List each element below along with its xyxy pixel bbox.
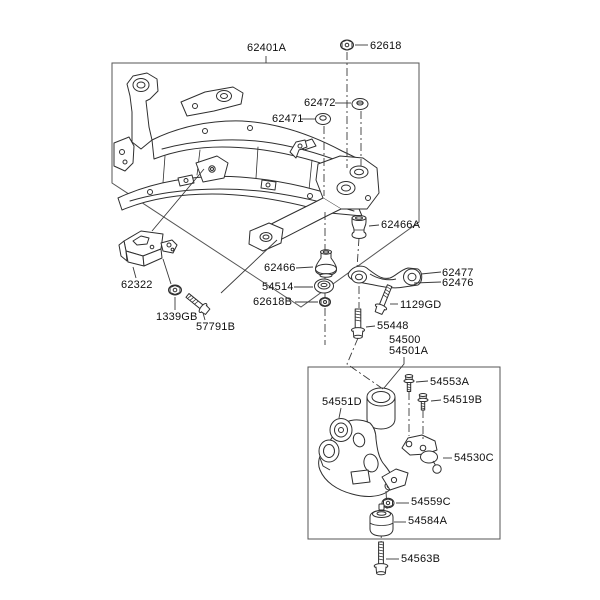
part-label-62477: 62477 xyxy=(442,267,474,279)
part-label-1129GD: 1129GD xyxy=(400,299,442,311)
part-label-62471: 62471 xyxy=(272,113,304,125)
ball-joint-drawing xyxy=(401,434,442,474)
part-label-62401A: 62401A xyxy=(247,42,287,54)
part-label-62322: 62322 xyxy=(121,279,153,291)
bolt-55448-icon xyxy=(351,308,365,339)
crossmember-drawing xyxy=(113,72,380,252)
part-label-54514: 54514 xyxy=(262,281,294,293)
part-label-54584A: 54584A xyxy=(408,515,448,527)
part-label-54559C: 54559C xyxy=(411,496,451,508)
bolt-54519B-icon xyxy=(417,393,429,411)
bolt-1129GD-icon xyxy=(374,284,393,315)
bolt-54563B-icon xyxy=(373,541,389,576)
washer-62471-icon xyxy=(315,113,331,125)
part-label-57791B: 57791B xyxy=(196,321,236,333)
part-label-54500: 54500 xyxy=(389,334,421,346)
nut-1339GB-icon xyxy=(168,284,182,296)
part-label-54519B: 54519B xyxy=(443,394,483,406)
bushing-62466A-icon xyxy=(351,215,367,239)
part-label-62618: 62618 xyxy=(370,40,402,52)
part-label-62466: 62466 xyxy=(264,262,296,274)
washer-54514-icon xyxy=(314,278,334,294)
nut-62618B-icon xyxy=(319,297,331,307)
part-label-62472: 62472 xyxy=(304,97,336,109)
part-label-55448: 55448 xyxy=(377,320,409,332)
lower-arm-drawing xyxy=(318,387,409,497)
assembly-center-lines xyxy=(323,52,424,546)
nut-62618-icon xyxy=(340,39,354,51)
part-label-54551D: 54551D xyxy=(322,396,362,408)
stay-bracket-drawing xyxy=(347,265,423,289)
washer-62472-icon xyxy=(351,98,369,110)
bushing-62466-icon xyxy=(315,249,337,278)
bushing-54584A-icon xyxy=(369,503,394,537)
part-label-62466A: 62466A xyxy=(381,219,421,231)
part-label-62476: 62476 xyxy=(442,277,474,289)
part-label-62618B: 62618B xyxy=(253,296,293,308)
lower-arm-assembly-box xyxy=(307,366,501,540)
part-label-1339GB: 1339GB xyxy=(156,311,198,323)
part-label-54530C: 54530C xyxy=(454,452,494,464)
part-label-54553A: 54553A xyxy=(430,376,470,388)
crossmember-assembly-box xyxy=(111,62,420,308)
part-label-54563B: 54563B xyxy=(401,553,441,565)
label-leader-lines xyxy=(132,44,452,560)
bolt-57791B-icon xyxy=(185,293,211,315)
bolt-54553A-icon xyxy=(403,374,415,392)
module-62322-drawing xyxy=(118,230,178,267)
part-label-54501A: 54501A xyxy=(389,345,429,357)
